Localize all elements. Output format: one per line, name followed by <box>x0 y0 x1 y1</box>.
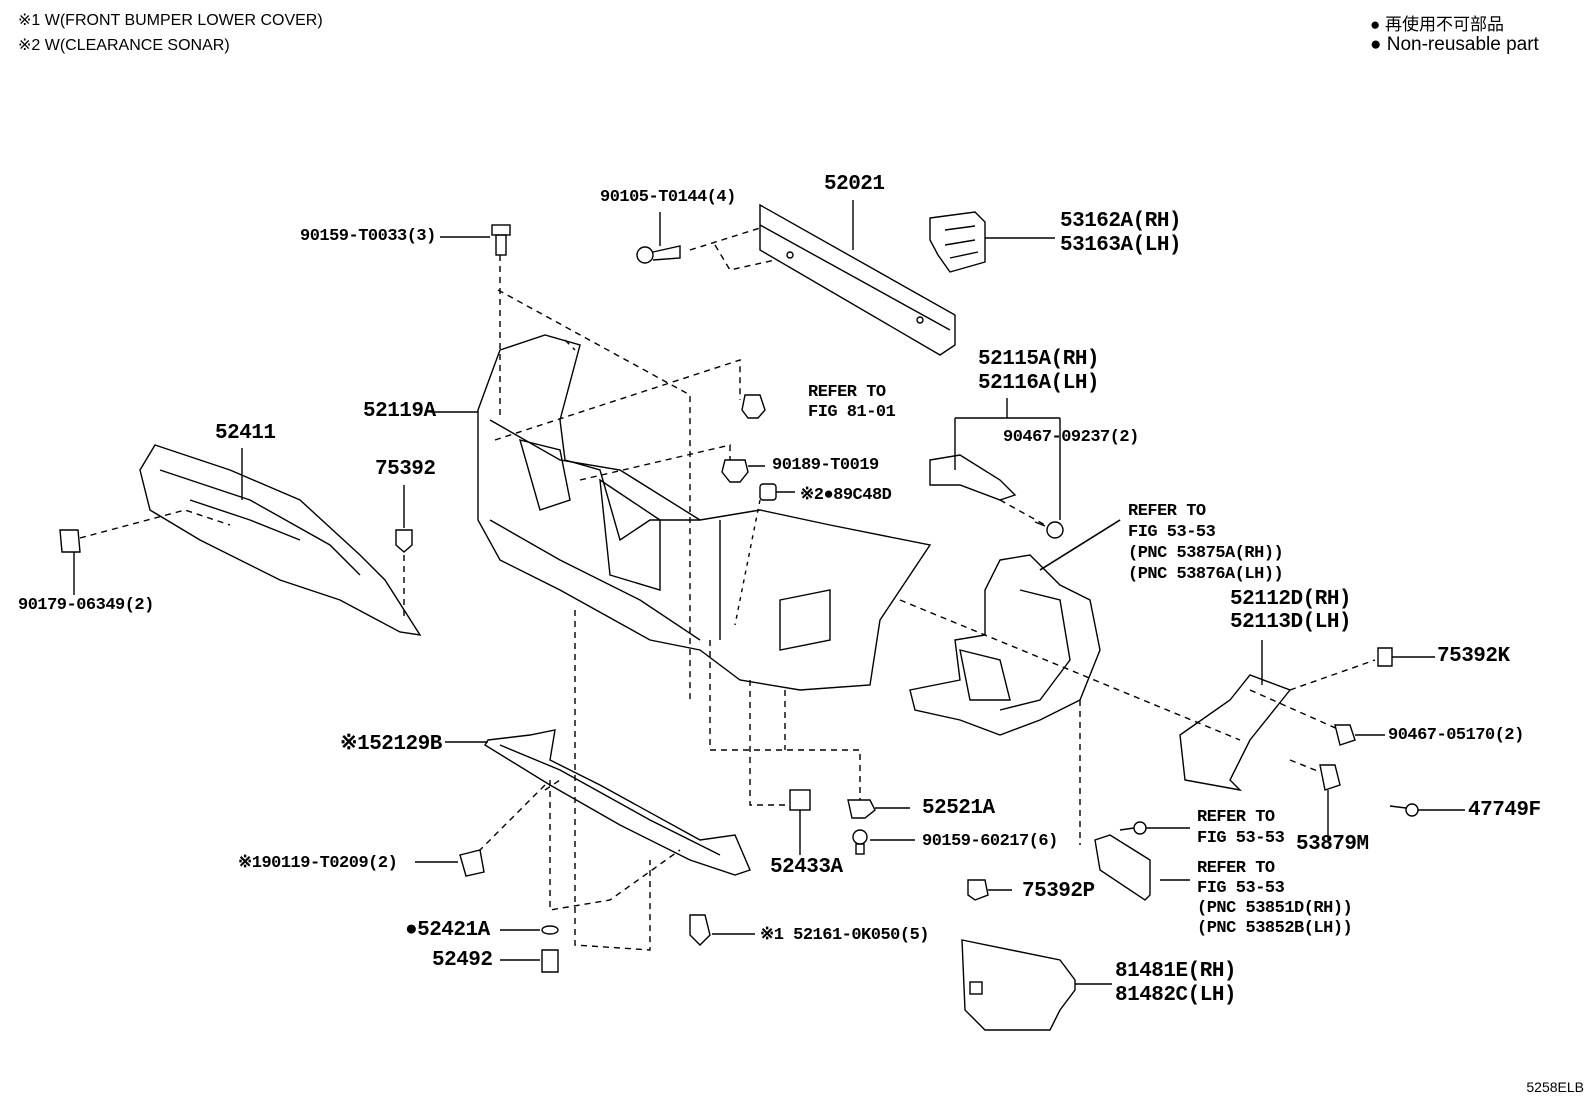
part-52115a-bracket <box>929 398 1064 539</box>
screw-refer-53-53 <box>1119 821 1190 835</box>
part-mudflap <box>1079 700 1151 901</box>
label-90159-60217: 90159-60217(6) <box>922 832 1058 851</box>
part-52021-reinforcement <box>759 200 956 356</box>
part-52411-spoiler <box>139 444 422 636</box>
label-52433: 52433A <box>770 856 843 879</box>
label-90467-09237: 90467-09237(2) <box>1003 428 1139 447</box>
label-52112: 52112D(RH) <box>1230 588 1352 611</box>
part-81481e-shield <box>961 939 1112 1031</box>
note-2: ※2 W(CLEARANCE SONAR) <box>18 37 230 54</box>
label-refer-53a-3: (PNC 53875A(RH)) <box>1128 544 1284 563</box>
legend-jp: ● 再使用不可部品 <box>1370 15 1504 34</box>
label-75392p: 75392P <box>1022 880 1095 903</box>
bolt-90159-60217 <box>852 829 915 855</box>
clip-75392k <box>1377 647 1435 667</box>
clip-90179 <box>59 529 81 595</box>
bolt-90105 <box>636 212 681 264</box>
label-refer-53a-1: REFER TO <box>1128 502 1206 521</box>
bolt-90119 <box>415 849 485 877</box>
label-52492: 52492 <box>432 949 493 972</box>
label-refer-53a-4: (PNC 53876A(LH)) <box>1128 565 1284 584</box>
clip-refer-81-01 <box>741 394 766 419</box>
label-89c48d: ※2●89C48D <box>800 486 892 505</box>
label-52129: ※152129B <box>340 733 442 756</box>
clip-52161 <box>689 914 755 946</box>
bolt-90159-t0033 <box>440 224 511 256</box>
label-52161: ※1 52161-0K050(5) <box>760 926 929 945</box>
washer-52421a <box>500 925 559 935</box>
label-refer-53a-2: FIG 53-53 <box>1128 523 1216 542</box>
label-52411: 52411 <box>215 422 276 445</box>
clip-75392 <box>395 485 413 553</box>
label-90119: ※190119-T0209(2) <box>238 854 398 873</box>
label-52116: 52116A(LH) <box>978 372 1100 395</box>
label-90179: 90179-06349(2) <box>18 596 154 615</box>
part-52119a-bumper-cover <box>430 334 932 691</box>
clip-90467-05170 <box>1334 724 1385 746</box>
part-53162-bracket <box>929 211 1055 273</box>
nut-52492 <box>500 949 559 973</box>
label-refer-53c-1: REFER TO <box>1197 859 1275 878</box>
label-refer-81-a: REFER TO <box>808 383 886 402</box>
label-52115: 52115A(RH) <box>978 348 1100 371</box>
label-refer-81-b: FIG 81-01 <box>808 403 896 422</box>
part-52129b-lower-cover <box>445 729 751 876</box>
label-90189: 90189-T0019 <box>772 456 879 475</box>
part-fender-liner <box>909 519 1121 736</box>
pad-52433a <box>789 789 811 855</box>
clip-52521a <box>847 799 910 819</box>
bracket-53879m <box>1319 764 1341 840</box>
label-53163: 53163A(LH) <box>1060 234 1182 257</box>
label-52421: ●52421A <box>405 919 490 942</box>
label-75392k: 75392K <box>1437 645 1510 668</box>
label-90159-t0033: 90159-T0033(3) <box>300 227 436 246</box>
note-1: ※1 W(FRONT BUMPER LOWER COVER) <box>18 12 323 29</box>
clip-90189 <box>721 459 765 483</box>
label-47749: 47749F <box>1468 799 1541 822</box>
label-75392: 75392 <box>375 458 436 481</box>
legend-en: ● Non-reusable part <box>1370 34 1539 55</box>
label-81482: 81482C(LH) <box>1115 984 1237 1007</box>
label-refer-53b-1: REFER TO <box>1197 808 1275 827</box>
label-81481: 81481E(RH) <box>1115 960 1237 983</box>
label-refer-53c-4: (PNC 53852B(LH)) <box>1197 919 1353 938</box>
label-refer-53c-2: FIG 53-53 <box>1197 879 1285 898</box>
screw-47749f <box>1389 803 1465 817</box>
label-90105: 90105-T0144(4) <box>600 188 736 207</box>
label-53879: 53879M <box>1296 833 1369 856</box>
label-53162: 53162A(RH) <box>1060 210 1182 233</box>
sonar-89c48d <box>759 483 795 501</box>
part-52112d-mudguard <box>1179 640 1292 792</box>
label-52119: 52119A <box>363 400 436 423</box>
label-refer-53b-2: FIG 53-53 <box>1197 829 1285 848</box>
label-52521: 52521A <box>922 797 995 820</box>
label-52113: 52113D(LH) <box>1230 611 1352 634</box>
label-90467-05170: 90467-05170(2) <box>1388 726 1524 745</box>
label-refer-53c-3: (PNC 53851D(RH)) <box>1197 899 1353 918</box>
clip-75392p <box>967 879 1012 901</box>
label-52021: 52021 <box>824 173 885 196</box>
drawing-code: 5258ELB <box>1526 1079 1584 1095</box>
